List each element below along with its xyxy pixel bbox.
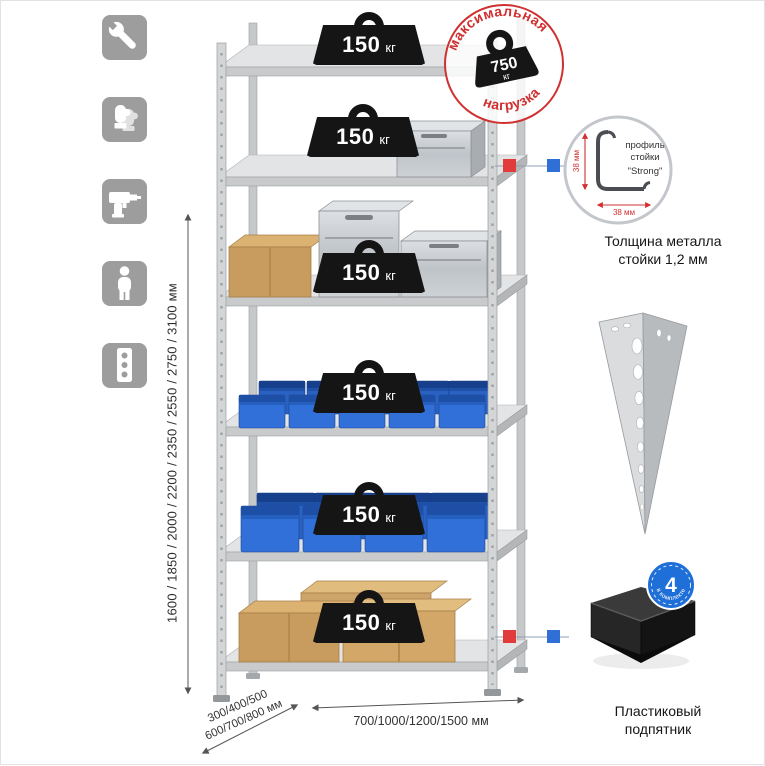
width-dimension-label: 700/1000/1200/1500 мм xyxy=(353,714,489,728)
person-icon xyxy=(102,261,147,306)
width-dimension-line xyxy=(311,696,525,712)
shelf-load-value: 150 xyxy=(342,380,381,405)
profile-caption-line1: Толщина металла xyxy=(604,233,722,249)
plastic-foot-image: 4 в комплекте xyxy=(579,560,709,682)
shelf-load-unit: кг xyxy=(385,510,396,525)
shelf-load-badge: 150 кг xyxy=(313,12,425,65)
post-perforations xyxy=(611,322,672,511)
profile-circle xyxy=(563,115,673,225)
rack-front-posts xyxy=(213,40,528,702)
shelf-load-badge: 150 кг xyxy=(313,240,425,293)
stamp-weight-icon xyxy=(475,29,539,88)
work-gloves-icon xyxy=(102,97,147,142)
shelf-load-value: 150 xyxy=(336,124,375,149)
wrench-icon xyxy=(102,15,147,60)
profile-angle-icon xyxy=(596,130,651,191)
profile-horizontal-dim-label: 38 мм xyxy=(613,208,635,217)
svg-text:профиль: профиль xyxy=(625,140,664,151)
shelf-load-value: 150 xyxy=(342,502,381,527)
height-dimension-label: 1600 / 1850 / 2000 / 2200 / 2350 / 2550 … xyxy=(164,283,180,623)
shelf-load-unit: кг xyxy=(379,132,390,147)
shelf-load-badge: 150 кг xyxy=(313,590,425,643)
shelf-load-badge: 150 кг xyxy=(313,360,425,413)
foot-caption-line2: подпятник xyxy=(624,721,692,738)
stamp-unit: кг xyxy=(502,70,512,81)
cardboard-box xyxy=(227,234,329,298)
profile-detail: 38 мм 38 мм профиль стойки "Strong" xyxy=(561,113,675,232)
svg-text:"Strong": "Strong" xyxy=(628,166,663,177)
profile-vertical-dim-label: 38 мм xyxy=(572,150,581,172)
svg-text:стойки: стойки xyxy=(630,152,659,163)
quantity-badge: 4 в комплекте xyxy=(646,560,696,610)
profile-label: профиль стойки "Strong" xyxy=(625,140,664,177)
max-load-stamp: максимальная нагрузка 750 кг xyxy=(429,0,578,139)
shelf-load-value: 150 xyxy=(342,260,381,285)
stamp-value: 750 xyxy=(489,54,519,76)
foot-caption: Пластиковый подпятник xyxy=(574,702,742,738)
profile-caption: Толщина металла стойки 1,2 мм xyxy=(573,232,753,268)
shelf-load-badge: 150 кг xyxy=(307,104,419,157)
drill-icon xyxy=(102,179,147,224)
profile-callout-marker xyxy=(495,159,569,172)
feature-icon-column xyxy=(102,15,147,425)
shelf-load-badge: 150 кг xyxy=(313,482,425,535)
quantity-badge-value: 4 xyxy=(665,574,677,597)
shelf-load-value: 150 xyxy=(342,32,381,57)
foot-caption-line1: Пластиковый xyxy=(614,703,702,719)
shelf-load-unit: кг xyxy=(385,40,396,55)
foot-callout-marker xyxy=(495,630,569,643)
shelf-load-unit: кг xyxy=(385,268,396,283)
shelf-load-unit: кг xyxy=(385,618,396,633)
shelf-load-unit: кг xyxy=(385,388,396,403)
corner-post-image xyxy=(583,306,698,543)
level-tool-icon xyxy=(102,343,147,388)
profile-caption-line2: стойки 1,2 мм xyxy=(618,251,708,268)
depth-dimension-line xyxy=(201,704,299,754)
shelf-load-value: 150 xyxy=(342,610,381,635)
